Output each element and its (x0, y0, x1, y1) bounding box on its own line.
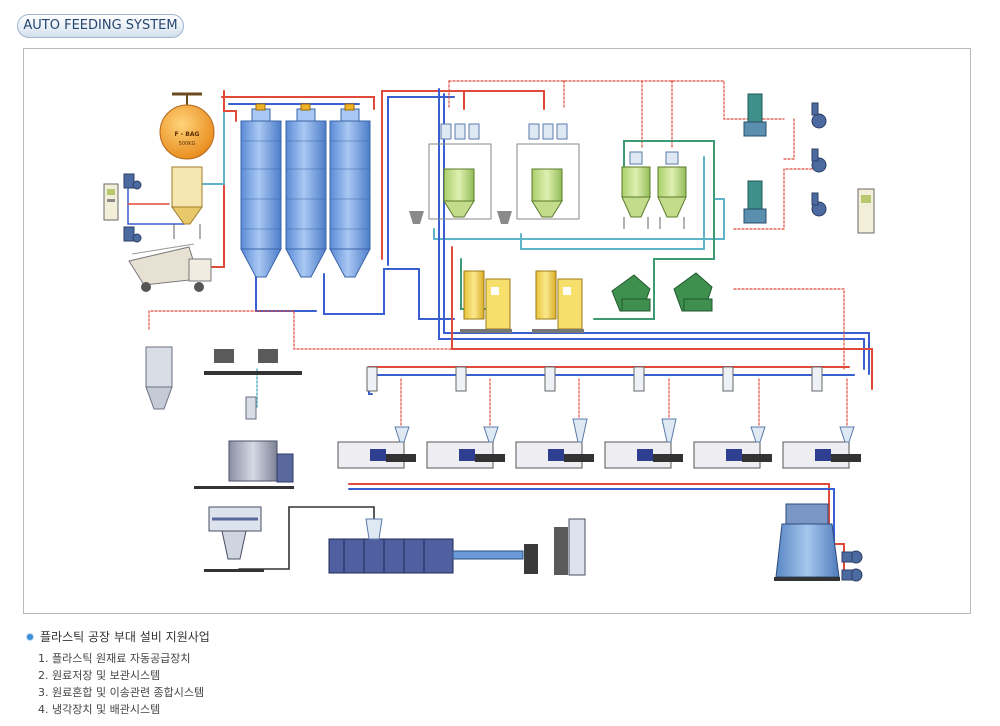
cooling-tower (774, 503, 863, 582)
list-item: 2. 원료저장 및 보관시스템 (38, 669, 161, 682)
injection-molding-row (337, 366, 861, 469)
mixer-station (497, 123, 580, 224)
hopper-dryers (621, 151, 687, 229)
molding-machine (693, 426, 772, 469)
description-heading: 플라스틱 공장 부대 설비 지원사업 (40, 630, 210, 644)
mixer-station (409, 123, 492, 224)
bullet-dot-icon (27, 634, 33, 640)
mixing-line (145, 346, 302, 572)
pipe-network (127, 80, 873, 570)
crushers (611, 272, 713, 312)
molding-machine (782, 426, 861, 469)
left-control-panel (103, 173, 142, 243)
molding-machine (337, 426, 416, 469)
dehumidifying-dryers (460, 270, 584, 333)
vacuum-loaders (743, 93, 875, 234)
fbag-loader: F - BAG 500KG (159, 92, 215, 239)
silo (329, 108, 371, 278)
extruder-line (328, 518, 586, 576)
section-title-badge: AUTO FEEDING SYSTEM (17, 14, 184, 38)
auto-feeding-diagram: F - BAG 500KG (23, 48, 971, 614)
molding-machine (515, 418, 594, 469)
silo (285, 108, 327, 278)
storage-silos (240, 103, 371, 278)
description-heading-row: 플라스틱 공장 부대 설비 지원사업 (26, 628, 626, 648)
list-item: 1. 플라스틱 원재료 자동공급장치 (38, 652, 191, 665)
silo (240, 108, 282, 278)
fbag-label-line1: F - BAG (175, 131, 200, 138)
molding-machine (604, 418, 683, 469)
description-section: 플라스틱 공장 부대 설비 지원사업 1. 플라스틱 원재료 자동공급장치 2.… (26, 628, 626, 718)
list-item: 3. 원료혼합 및 이송관련 종합시스템 (38, 686, 205, 699)
description-list: 1. 플라스틱 원재료 자동공급장치 2. 원료저장 및 보관시스템 3. 원료… (26, 650, 626, 718)
section-title: AUTO FEEDING SYSTEM (23, 18, 178, 33)
fbag-label-line2: 500KG (179, 141, 196, 147)
molding-machine (426, 426, 505, 469)
bulk-truck (128, 243, 212, 292)
list-item: 4. 냉각장치 및 배관시스템 (38, 703, 161, 716)
